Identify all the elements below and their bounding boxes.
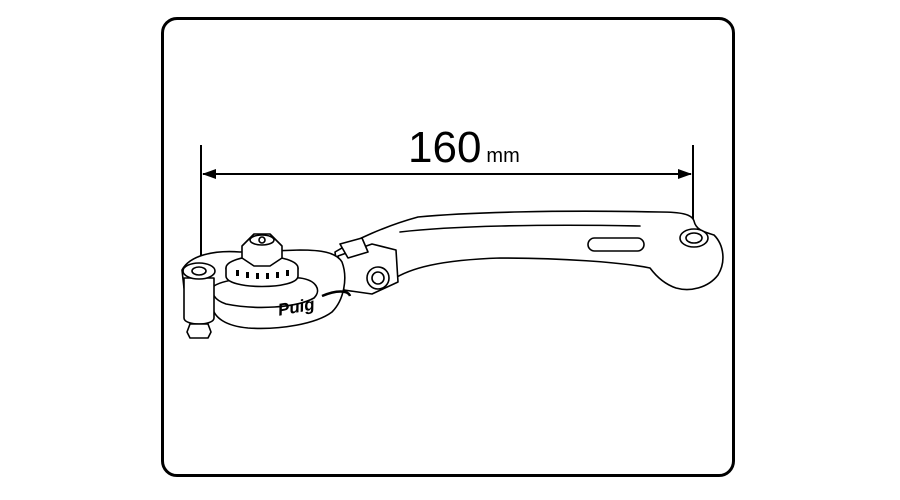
lever-tip-hole <box>685 232 703 244</box>
pivot-stack <box>183 277 215 325</box>
dimension-value: 160 <box>408 123 481 172</box>
puig-logo-swoosh <box>321 290 352 298</box>
lever-slot <box>587 237 645 252</box>
joint-notch <box>339 237 369 259</box>
lever-blade-edge <box>399 224 641 233</box>
adjuster-dial-numbers <box>236 270 289 279</box>
joint-bolt-inner <box>371 271 385 285</box>
adjuster-knob-center <box>258 236 266 244</box>
adjuster-dial-side <box>225 267 299 288</box>
brake-lever-drawing <box>181 210 724 339</box>
pivot-top-hole <box>191 266 207 276</box>
dimension-unit: mm <box>486 145 519 167</box>
lever-blade <box>334 210 724 294</box>
pivot-nut <box>186 323 212 339</box>
